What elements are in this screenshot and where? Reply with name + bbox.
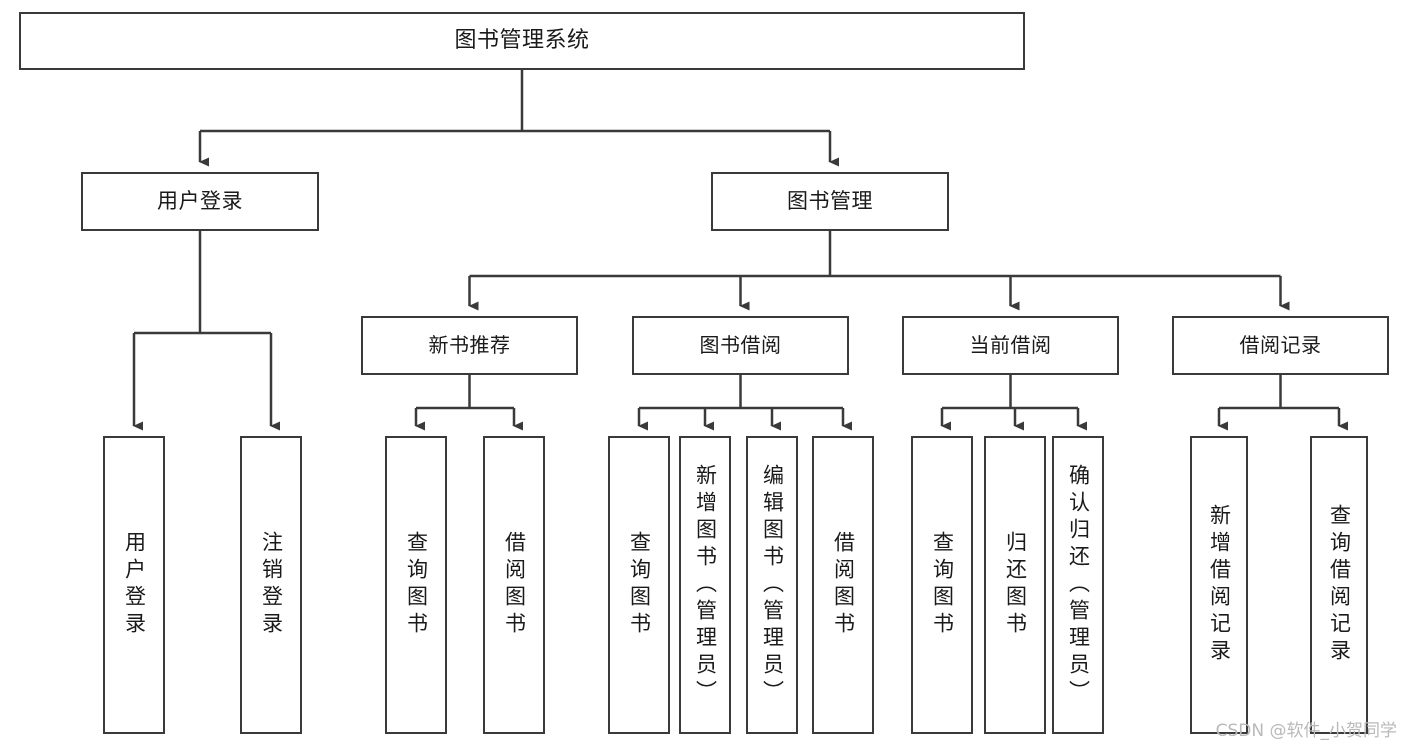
node-label: 图书管理: [787, 189, 873, 214]
leaf-borrow-add-book[interactable]: 新增图书（管理员）: [679, 436, 731, 734]
leaf-rec-borrow-book[interactable]: 借阅图书: [483, 436, 545, 734]
node-label: 查询图书: [404, 531, 429, 639]
node-label: 借阅记录: [1239, 333, 1322, 357]
node-label: 新书推荐: [428, 333, 511, 357]
node-label: 图书借阅: [699, 333, 782, 357]
leaf-borrow-lend-book[interactable]: 借阅图书: [812, 436, 874, 734]
node-label: 借阅图书: [502, 531, 527, 639]
node-label: 确认归还（管理员）: [1066, 463, 1091, 707]
node-root-图书管理系统[interactable]: 图书管理系统: [19, 12, 1025, 70]
node-borrow-record[interactable]: 借阅记录: [1172, 316, 1389, 375]
node-label: 用户登录: [157, 189, 243, 214]
leaf-user-logout[interactable]: 注销登录: [240, 436, 302, 734]
node-user-login[interactable]: 用户登录: [81, 172, 319, 231]
leaf-rec-query[interactable]: 查询借阅记录: [1310, 436, 1368, 734]
node-label: 新增图书（管理员）: [693, 463, 718, 707]
node-label: 查询图书: [930, 531, 955, 639]
node-label: 用户登录: [122, 531, 147, 639]
node-label: 查询图书: [627, 531, 652, 639]
node-book-manage[interactable]: 图书管理: [711, 172, 949, 231]
leaf-cur-confirm-return[interactable]: 确认归还（管理员）: [1052, 436, 1104, 734]
leaf-borrow-query-book[interactable]: 查询图书: [608, 436, 670, 734]
node-new-book-rec[interactable]: 新书推荐: [361, 316, 578, 375]
leaf-cur-query-book[interactable]: 查询图书: [911, 436, 973, 734]
leaf-borrow-edit-book[interactable]: 编辑图书（管理员）: [746, 436, 798, 734]
leaf-cur-return-book[interactable]: 归还图书: [984, 436, 1046, 734]
node-label: 新增借阅记录: [1207, 504, 1232, 666]
node-label: 编辑图书（管理员）: [760, 463, 785, 707]
node-label: 注销登录: [259, 531, 284, 639]
leaf-rec-query-book[interactable]: 查询图书: [385, 436, 447, 734]
node-current-borrow[interactable]: 当前借阅: [902, 316, 1119, 375]
leaf-rec-add[interactable]: 新增借阅记录: [1190, 436, 1248, 734]
node-label: 查询借阅记录: [1327, 504, 1352, 666]
csdn-watermark: CSDN @软件_小贺同学: [1215, 721, 1397, 741]
node-label: 归还图书: [1003, 531, 1028, 639]
leaf-user-login[interactable]: 用户登录: [103, 436, 165, 734]
node-label: 当前借阅: [969, 333, 1052, 357]
node-label: 借阅图书: [831, 531, 856, 639]
node-label: 图书管理系统: [454, 28, 590, 54]
node-book-borrow[interactable]: 图书借阅: [632, 316, 849, 375]
